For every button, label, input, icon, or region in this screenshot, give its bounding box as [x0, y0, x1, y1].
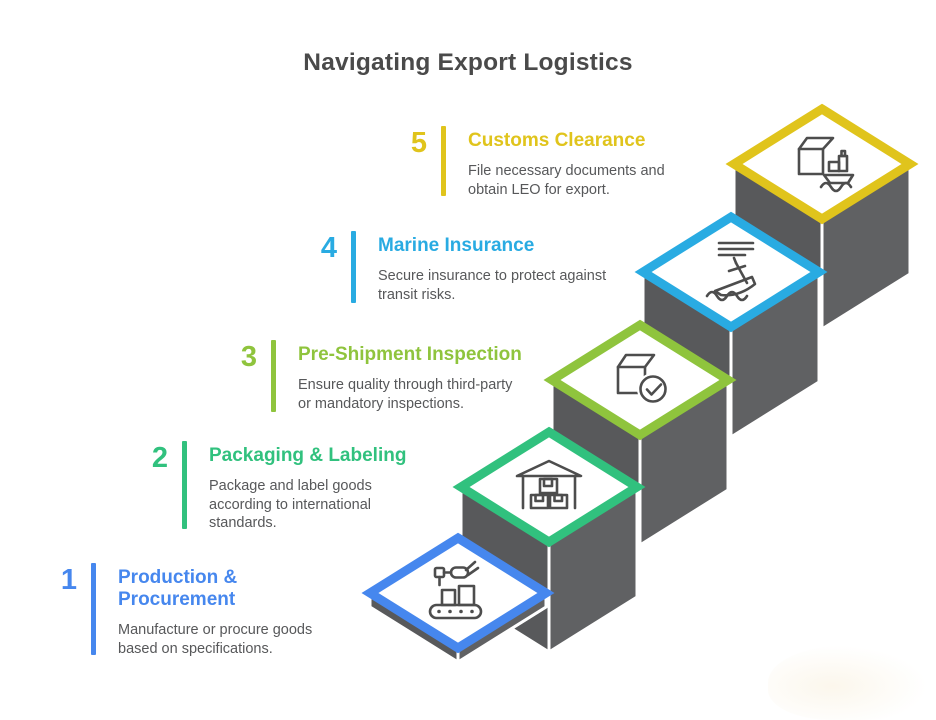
- sinking-ship-icon: [705, 241, 757, 302]
- step-accent-bar: [182, 441, 187, 529]
- step-title: Production & Procurement: [118, 567, 238, 610]
- step-number: 4: [320, 232, 337, 264]
- step-4-diamond: [634, 211, 828, 333]
- step-2-label-block: 2 Packaging & Labeling Package and label…: [130, 441, 489, 533]
- step-description: Secure insurance to protect against tran…: [378, 268, 607, 303]
- step-description: Ensure quality through third-party or ma…: [298, 377, 513, 412]
- watermark: [768, 645, 928, 720]
- step-title: Customs Clearance: [468, 130, 646, 151]
- warehouse-boxes-icon: [515, 459, 583, 510]
- step-number: 3: [240, 341, 257, 373]
- package-cargo-ship-icon: [797, 136, 856, 193]
- step-1-label-block: 1 Production & Procurement Manufacture o…: [39, 563, 398, 658]
- step-description: File necessary documents and obtain LEO …: [468, 163, 665, 198]
- step-4-label-block: 4 Marine Insurance Secure insurance to p…: [299, 231, 658, 304]
- step-accent-bar: [441, 126, 446, 196]
- package-check-icon: [616, 353, 669, 405]
- step-accent-bar: [271, 340, 276, 412]
- step-description: Package and label goods according to int…: [209, 478, 372, 531]
- step-title: Marine Insurance: [378, 235, 535, 256]
- step-description: Manufacture or procure goods based on sp…: [118, 622, 313, 657]
- step-3-label-block: 3 Pre-Shipment Inspection Ensure quality…: [219, 340, 578, 413]
- step-number: 2: [151, 442, 168, 474]
- page-title: Navigating Export Logistics: [303, 49, 633, 76]
- step-title: Pre-Shipment Inspection: [298, 344, 522, 365]
- step-number: 1: [60, 564, 77, 596]
- step-title: Packaging & Labeling: [209, 445, 407, 466]
- robot-arm-conveyor-icon: [428, 560, 483, 620]
- step-accent-bar: [91, 563, 96, 655]
- step-5-label-block: 5 Customs Clearance File necessary docum…: [389, 126, 748, 199]
- step-1-tile: [361, 532, 555, 664]
- step-number: 5: [410, 127, 427, 159]
- step-accent-bar: [351, 231, 356, 303]
